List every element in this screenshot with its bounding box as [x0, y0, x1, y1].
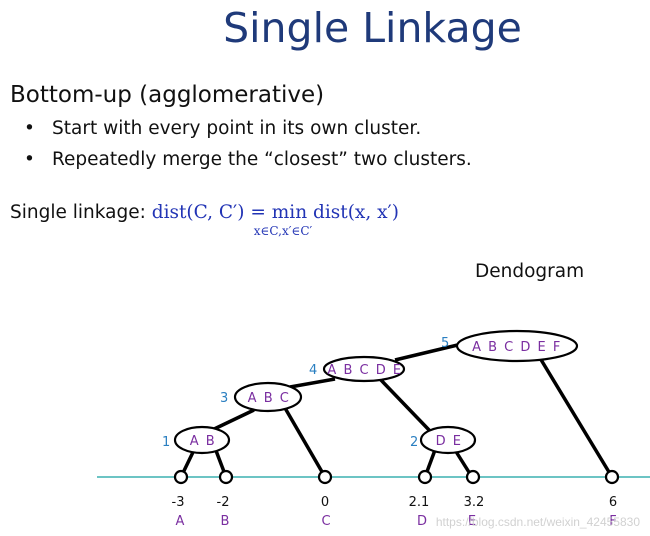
leaf-value-d: 2.1 — [409, 495, 430, 510]
bullet-icon: • — [24, 149, 35, 170]
leaf-value-a: -3 — [172, 495, 185, 510]
dendrogram-label: Dendogram — [475, 261, 585, 282]
leaf-letter-f: F — [609, 514, 616, 529]
cluster-label-abcde: A B C D E — [327, 363, 402, 378]
watermark-text: https://blog.csdn.net/weixin_42455830 — [436, 515, 640, 529]
formula-subscript: x∈C,x′∈C′ — [253, 224, 313, 238]
edge-root-abcde — [394, 341, 467, 362]
bullet-text: Start with every point in its own cluste… — [52, 118, 422, 139]
cluster-label-root: A B C D E F — [472, 340, 562, 355]
cluster-node-abcde — [322, 355, 406, 383]
leaf-node-b — [218, 469, 234, 485]
cluster-node-root — [455, 329, 579, 363]
formula-rhs: dist(x, x′) — [313, 202, 399, 223]
edge-abc-ab — [209, 408, 255, 433]
leaf-value-f: 6 — [609, 495, 617, 510]
bullet-item: • Repeatedly merge the “closest” two clu… — [22, 147, 472, 178]
formula-min: min — [271, 202, 308, 223]
formula-label: Single linkage: — [10, 202, 152, 223]
bullet-item: • Start with every point in its own clus… — [22, 116, 472, 147]
leaf-value-b: -2 — [217, 495, 230, 510]
leaf-letter-b: B — [221, 514, 230, 529]
bullet-text: Repeatedly merge the “closest” two clust… — [52, 149, 472, 170]
cluster-label-abc: A B C — [248, 391, 291, 406]
edge-abcde-de — [378, 377, 432, 433]
leaf-nodes — [173, 469, 620, 485]
subheading: Bottom-up (agglomerative) — [10, 82, 325, 108]
leaf-letter-a: A — [176, 514, 185, 529]
leaf-letter-c: C — [321, 514, 330, 529]
merge-step-1: 1 — [162, 435, 170, 450]
leaf-node-a — [173, 469, 189, 485]
cluster-node-ab — [173, 425, 231, 455]
merge-step-2: 2 — [410, 435, 418, 450]
cluster-node-abc — [233, 381, 303, 413]
edge-abcde-abc — [289, 377, 336, 389]
formula-min-operator: min x∈C,x′∈C′ — [254, 202, 313, 238]
cluster-label-de: D E — [436, 434, 463, 449]
leaf-value-c: 0 — [321, 495, 329, 510]
page-title: Single Linkage — [223, 4, 522, 52]
leaf-node-e — [465, 469, 481, 485]
leaf-letter-d: D — [417, 514, 427, 529]
cluster-node-de — [419, 425, 477, 455]
merge-step-5: 5 — [441, 336, 449, 351]
merge-step-4: 4 — [309, 363, 317, 378]
single-linkage-formula: Single linkage: dist(C, C′) = min x∈C,x′… — [10, 202, 399, 238]
leaf-node-c — [317, 469, 333, 485]
leaf-value-e: 3.2 — [464, 495, 485, 510]
edge-abc-c — [283, 407, 327, 478]
cluster-label-ab: A B — [190, 434, 216, 449]
edge-root-f — [538, 357, 614, 478]
bullet-icon: • — [24, 118, 35, 139]
leaf-node-d — [417, 469, 433, 485]
bullet-list: • Start with every point in its own clus… — [22, 116, 472, 178]
merge-step-3: 3 — [220, 391, 228, 406]
cluster-nodes — [173, 329, 579, 455]
leaf-letter-e: E — [468, 514, 476, 529]
leaf-node-f — [604, 469, 620, 485]
formula-lhs: dist(C, C′) = — [151, 202, 272, 223]
